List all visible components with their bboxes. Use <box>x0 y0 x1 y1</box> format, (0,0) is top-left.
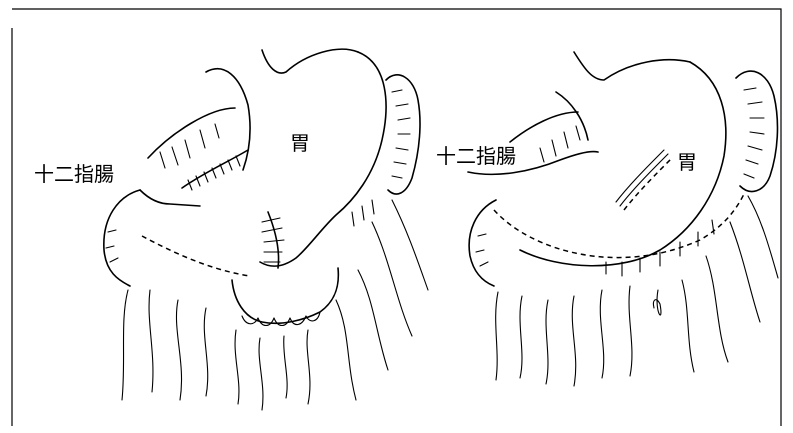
right-illustration <box>468 52 778 386</box>
right-incision-line-1 <box>616 150 664 202</box>
left-duodenum-lower <box>104 190 140 286</box>
left-duodenum-ridges <box>106 230 118 262</box>
left-omentum-fold-3 <box>176 300 181 400</box>
left-omentum-fold-8 <box>307 330 310 404</box>
left-stomach-label: 胃 <box>290 133 310 153</box>
left-omentum-fold-7 <box>284 336 287 398</box>
right-omental-lobe <box>736 71 777 191</box>
right-lobe-scallops <box>744 88 764 178</box>
left-duodenum-bottom <box>140 190 200 206</box>
left-omentum-fold-11 <box>372 222 412 336</box>
right-esophagus-left-wall <box>556 92 588 140</box>
right-omentum-fold-9 <box>706 256 728 362</box>
right-dashed-line <box>494 194 744 258</box>
right-omentum-fold-5 <box>600 290 603 378</box>
left-omentum-fold-12 <box>392 200 428 290</box>
figure-frame <box>12 9 781 426</box>
right-omentum-fold-4 <box>572 296 575 386</box>
right-esophagus-right-wall <box>574 52 690 80</box>
left-dashed-line <box>142 236 250 276</box>
left-duodenum-upper <box>148 108 235 158</box>
left-omentum-fold-6 <box>259 338 263 410</box>
left-omentum-fold-9 <box>336 300 356 400</box>
left-esophagus-right-wall <box>262 49 358 73</box>
left-omentum-fold-4 <box>204 308 207 396</box>
left-illustration <box>104 49 428 410</box>
left-esophagus-left-wall <box>206 69 250 170</box>
left-omentum-fold-1 <box>122 290 128 400</box>
right-duodenum-folds <box>540 126 580 162</box>
right-omentum-fold-8 <box>682 280 694 372</box>
left-suture-line-1 <box>182 150 248 188</box>
right-omentum-tick-marks <box>606 220 714 276</box>
right-duodenum-upper <box>510 112 578 142</box>
right-duodenum-label: 十二指腸 <box>436 146 516 166</box>
left-omental-flap <box>232 268 338 323</box>
left-omentum-tick-marks <box>352 200 374 226</box>
right-omentum-fold-2 <box>520 296 522 378</box>
right-incision-line-2 <box>620 154 668 206</box>
left-suture-stitches-1 <box>188 156 240 190</box>
right-omentum-fold-1 <box>496 292 498 380</box>
right-omentum-fold-6 <box>629 286 632 376</box>
right-omentum-fold-3 <box>546 300 548 384</box>
left-omentum-fold-5 <box>235 330 239 404</box>
left-lobe-scallops <box>392 90 410 178</box>
right-duodenum-bulb <box>469 200 496 286</box>
left-stomach-greater-curvature <box>260 52 386 266</box>
right-omentum-fold-7 <box>653 290 660 315</box>
right-duodenum-ridges <box>476 234 488 266</box>
left-omentum-fold-10 <box>358 270 388 370</box>
left-duodenum-label: 十二指腸 <box>34 164 114 184</box>
left-duodenum-folds <box>160 124 219 168</box>
right-omentum-fold-11 <box>748 196 778 278</box>
right-omentum-fold-10 <box>730 222 760 322</box>
right-stomach-label: 胃 <box>677 152 697 172</box>
left-omentum-fold-2 <box>149 290 153 392</box>
